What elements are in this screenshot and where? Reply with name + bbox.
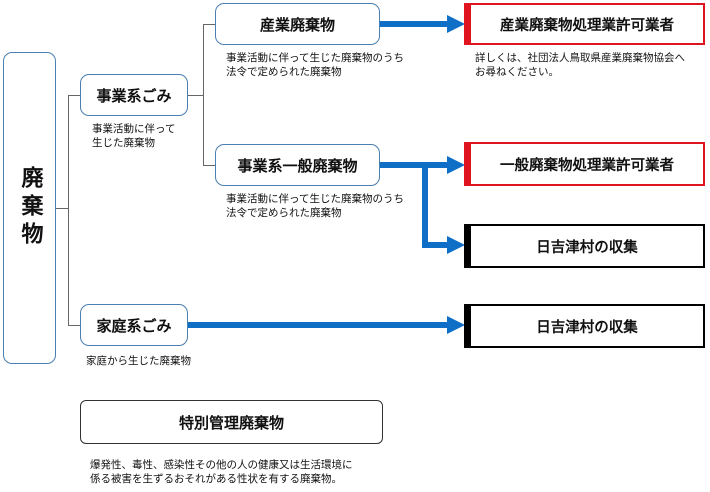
special-waste-box: 特別管理廃棄物: [80, 400, 383, 444]
arrow-industrial-head: [447, 15, 465, 33]
arrow-village-head: [447, 236, 465, 254]
root-waste-label: 廃棄物: [17, 166, 43, 250]
arrow-general-shaft: [380, 162, 448, 168]
branch-to-business-general: [203, 165, 215, 166]
household-waste-label: 家庭系ごみ: [96, 316, 172, 335]
business-waste-box: 事業系ごみ: [80, 74, 188, 116]
special-waste-label: 特別管理廃棄物: [178, 413, 284, 432]
general-contractor-box: 一般廃棄物処理業許可業者: [464, 142, 705, 186]
general-contractor-label: 一般廃棄物処理業許可業者: [500, 157, 674, 174]
arrow-industrial-shaft: [380, 21, 448, 27]
arrow-general-head: [447, 156, 465, 174]
root-branch-line: [68, 95, 69, 325]
village-collection-label-1: 日吉津村の収集: [536, 239, 638, 256]
village-collection-label-2: 日吉津村の収集: [536, 319, 638, 336]
household-waste-note: 家庭から生じた廃棄物: [86, 355, 191, 367]
industrial-waste-label: 産業廃棄物: [259, 15, 335, 34]
village-collection-box-2: 日吉津村の収集: [464, 304, 705, 348]
business-branch-line: [203, 24, 204, 165]
industrial-contractor-label: 産業廃棄物処理業許可業者: [500, 17, 674, 34]
industrial-waste-note: 事業活動に伴って生じた廃棄物のうち 法令で定められた廃棄物: [226, 52, 404, 78]
arrow-household-shaft: [188, 322, 448, 328]
business-waste-note: 事業活動に伴って 生じた廃棄物: [92, 123, 176, 149]
arrow-village-vertical: [422, 162, 428, 248]
root-connector: [56, 208, 68, 209]
arrow-village-shaft: [422, 242, 448, 248]
branch-to-household: [68, 325, 80, 326]
industrial-contractor-box: 産業廃棄物処理業許可業者: [464, 3, 705, 45]
branch-to-business: [68, 95, 80, 96]
business-general-waste-box: 事業系一般廃棄物: [215, 144, 380, 186]
business-connector: [188, 95, 203, 96]
root-waste-box: 廃棄物: [3, 52, 56, 364]
business-waste-label: 事業系ごみ: [96, 86, 172, 105]
arrow-household-head: [447, 316, 465, 334]
business-general-waste-label: 事業系一般廃棄物: [237, 156, 358, 175]
industrial-waste-box: 産業廃棄物: [215, 3, 380, 45]
branch-to-industrial: [203, 24, 215, 25]
special-waste-note: 爆発性、毒性、感染性その他の人の健康又は生活環境に 係る被害を生ずるおそれがある…: [90, 459, 353, 485]
household-waste-box: 家庭系ごみ: [80, 304, 188, 346]
industrial-contractor-note: 詳しくは、社団法人鳥取県産業廃棄物協会へ お尋ねください。: [475, 52, 685, 78]
business-general-waste-note: 事業活動に伴って生じた廃棄物のうち 法令で定められた廃棄物: [226, 193, 404, 219]
village-collection-box-1: 日吉津村の収集: [464, 224, 705, 268]
